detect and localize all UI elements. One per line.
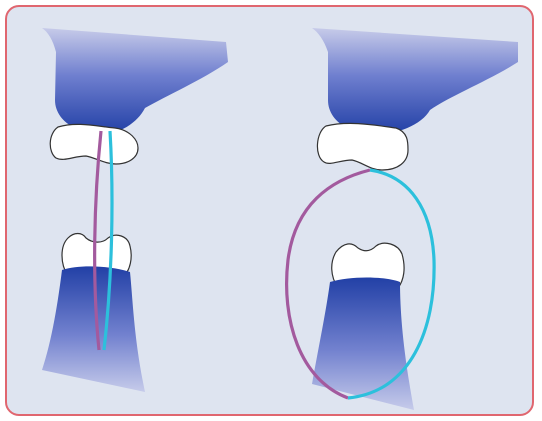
right-panel	[287, 28, 518, 410]
right-upper-cartilage	[317, 123, 408, 170]
left-upper-cartilage	[50, 124, 138, 164]
right-lower-bone	[312, 278, 414, 411]
left-panel	[42, 28, 228, 392]
left-upper-bone	[42, 28, 228, 134]
right-upper-bone	[312, 28, 518, 134]
